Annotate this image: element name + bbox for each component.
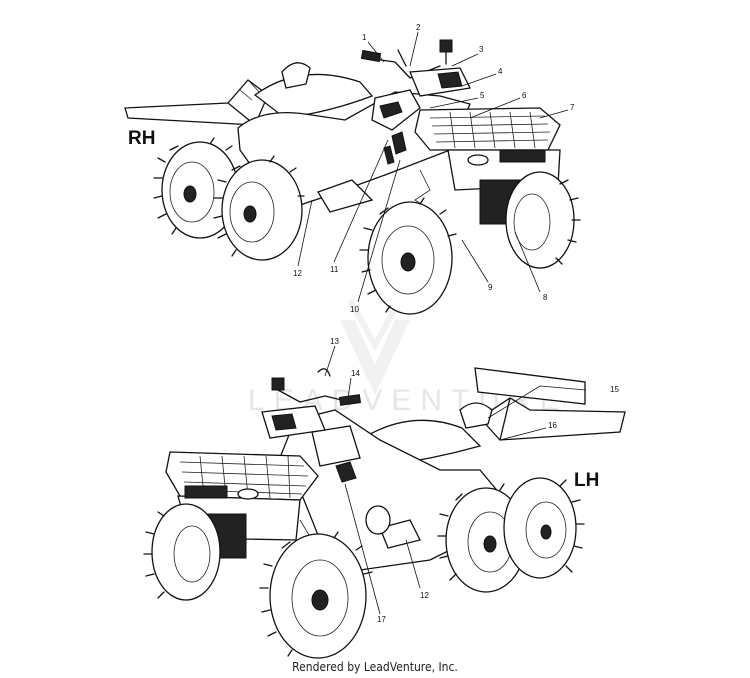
callout-6: 6: [522, 91, 527, 100]
front-wheel-left: [359, 197, 457, 315]
callout-15: 15: [610, 385, 619, 394]
callout-8: 8: [543, 293, 548, 302]
callout-4: 4: [498, 67, 503, 76]
atv-right-side: [124, 39, 581, 315]
callout-1: 1: [362, 33, 367, 42]
footer-credit: Rendered by LeadVenture, Inc.: [292, 660, 458, 674]
rear-wheel-2: [213, 155, 305, 261]
lh-label: LH: [574, 470, 600, 491]
callout-3: 3: [479, 45, 484, 54]
callout-numbers: 1 2 3 4 5 6 7 8 9 10 11 12 13 14 15 16 1…: [293, 23, 619, 624]
callout-16: 16: [548, 421, 557, 430]
callout-14: 14: [351, 369, 360, 378]
callout-12-top: 12: [293, 269, 302, 278]
callout-13: 13: [330, 337, 339, 346]
callout-9: 9: [488, 283, 493, 292]
callout-2: 2: [416, 23, 421, 32]
atv-left-side: [143, 367, 626, 659]
callout-17: 17: [377, 615, 386, 624]
watermark-logo: [340, 298, 410, 395]
front-wheel-far: [143, 503, 221, 601]
callout-12-bottom: 12: [420, 591, 429, 600]
rh-label: RH: [128, 128, 156, 149]
rear-wheel-far: [503, 477, 585, 579]
callout-5: 5: [480, 91, 485, 100]
front-wheel-right: [505, 171, 581, 269]
callout-11: 11: [330, 265, 339, 274]
callout-10: 10: [350, 305, 359, 314]
leader-lines: [297, 31, 587, 615]
front-wheel-near: [259, 531, 373, 659]
callout-7: 7: [570, 103, 575, 112]
